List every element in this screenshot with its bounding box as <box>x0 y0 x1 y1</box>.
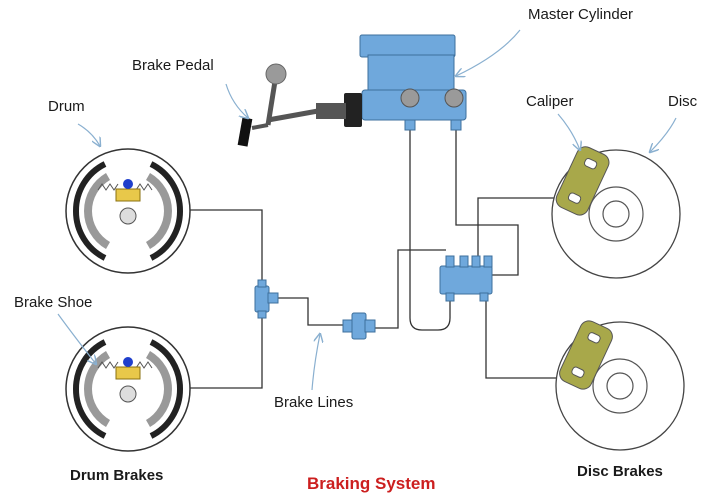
proportioning-valve <box>342 312 376 340</box>
master-cylinder <box>316 34 467 131</box>
diagram-title: Braking System <box>307 474 436 493</box>
drum-label: Drum <box>48 98 85 115</box>
master-cylinder-label: Master Cylinder <box>528 6 634 23</box>
brake-lines <box>190 130 560 389</box>
brake-pedal <box>237 63 319 147</box>
disc-brakes-caption: Disc Brakes <box>577 463 663 480</box>
drum-brake-lower <box>65 326 191 452</box>
combination-valve <box>439 255 493 302</box>
drum-brakes-caption: Drum Brakes <box>70 467 164 484</box>
disc-brake-upper <box>551 146 681 279</box>
brake-lines-label: Brake Lines <box>274 394 354 411</box>
pointer-arrows <box>57 29 677 391</box>
drum-brake-upper <box>65 148 191 274</box>
caliper-label: Caliper <box>526 93 574 110</box>
brake-pedal-label: Brake Pedal <box>132 57 214 74</box>
disc-brake-lower <box>555 320 685 451</box>
disc-label: Disc <box>668 93 698 110</box>
rear-tee-fitting <box>254 279 279 319</box>
brake-shoe-label: Brake Shoe <box>14 294 93 311</box>
